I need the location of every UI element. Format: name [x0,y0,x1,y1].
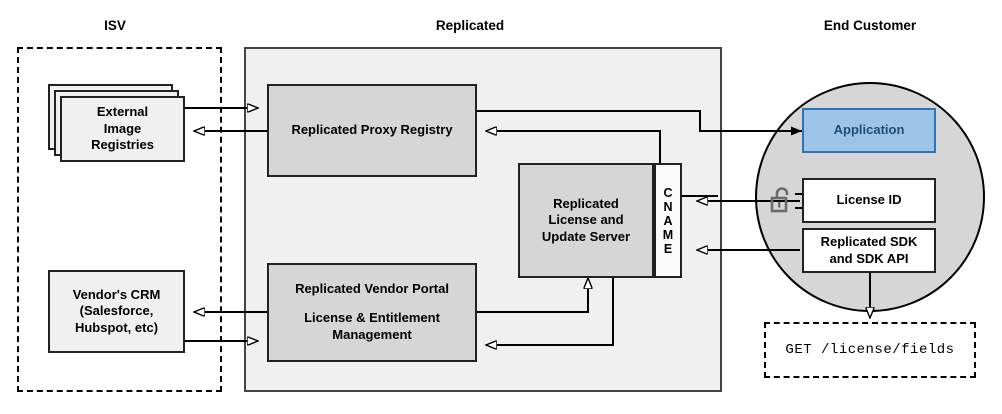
node-replicated-sdk[interactable]: Replicated SDK and SDK API [802,228,936,273]
node-cname[interactable]: C N A M E [654,163,682,278]
node-vendors-crm[interactable]: Vendor's CRM (Salesforce, Hubspot, etc) [48,270,185,353]
vendor-portal-line-3: Management [332,327,412,343]
node-replicated-license-update-server[interactable]: Replicated License and Update Server [518,163,654,278]
cname-letter-c: C [663,185,673,200]
node-license-id[interactable]: License ID [802,178,936,223]
license-server-line-1: Replicated [553,195,619,211]
vendor-portal-title: Replicated Vendor Portal [295,281,449,297]
vendor-portal-line-2: License & Entitlement [304,310,440,326]
license-server-line-2: License and [548,212,624,228]
cname-letter-m: M [662,227,674,242]
vendors-crm-line-2: (Salesforce, [79,303,154,319]
zone-label-end-customer: End Customer [823,18,917,33]
cname-letter-a: A [663,213,673,228]
edge-portal-to-license-server [477,278,588,313]
node-application[interactable]: Application [802,108,936,153]
unlock-icon [770,187,789,213]
vendor-portal-subtitle-wrap: License & Entitlement Management [304,310,440,343]
cname-letter-n: N [663,199,673,214]
node-replicated-proxy-registry[interactable]: Replicated Proxy Registry [267,84,477,177]
zone-label-isv: ISV [104,18,126,33]
application-label: Application [833,122,905,138]
proxy-registry-label: Replicated Proxy Registry [291,122,453,138]
cname-letter-e: E [663,241,673,256]
edge-license-server-to-portal [486,278,614,345]
external-image-registries-line-1: External [96,104,149,120]
node-api-request[interactable]: GET /license/fields [764,322,976,378]
zone-label-replicated: Replicated [435,18,505,33]
external-image-registries-line-2: Image [103,120,142,136]
edge-proxy-to-application [477,110,802,136]
vendors-crm-line-1: Vendor's CRM [72,286,161,302]
zone-isv [17,47,222,392]
external-image-registries-line-3: Registries [91,137,154,153]
license-id-label: License ID [836,192,902,208]
vendors-crm-line-3: Hubspot, etc) [74,319,159,335]
replicated-sdk-line-2: and SDK API [829,250,909,266]
node-replicated-vendor-portal[interactable]: Replicated Vendor Portal License & Entit… [267,263,477,362]
api-request-label: GET /license/fields [785,342,955,358]
replicated-sdk-line-1: Replicated SDK [820,233,918,249]
node-external-image-registries[interactable]: External Image Registries [60,96,185,162]
license-server-line-3: Update Server [541,228,631,244]
